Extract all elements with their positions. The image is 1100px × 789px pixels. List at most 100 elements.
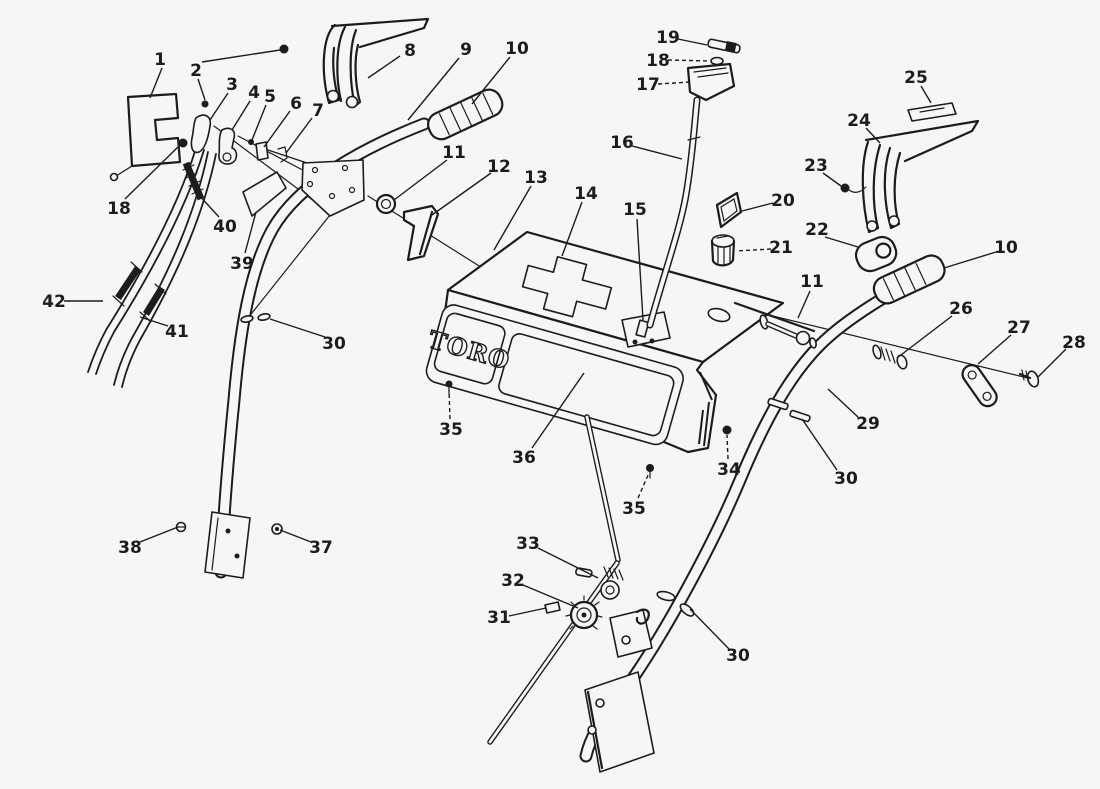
callout-41: 41 [139, 316, 189, 342]
callout-number: 19 [656, 28, 680, 48]
callout-number: 10 [505, 39, 529, 59]
callout-number: 23 [804, 156, 828, 176]
callout-number: 21 [769, 238, 793, 258]
callout-24: 24 [847, 111, 881, 144]
callout-number: 11 [800, 272, 824, 292]
callout-number: 30 [834, 469, 858, 489]
flange-nut [375, 193, 397, 215]
callout-number: 41 [165, 322, 189, 342]
left-tube-lower-bracket [175, 511, 283, 579]
right-tube-lower-bracket [584, 671, 655, 773]
callout-number: 13 [524, 168, 548, 188]
callout-17: 17 [636, 75, 691, 95]
callout-29: 29 [827, 388, 880, 434]
callout-7: 7 [285, 101, 324, 154]
cable-guide-plate [242, 171, 287, 217]
bracket-fastener [840, 183, 867, 193]
callout-number: 10 [994, 238, 1018, 258]
callout-1: 1 [149, 50, 166, 99]
left-tube-gusset-plate [301, 159, 365, 217]
callout-19: 19 [656, 28, 708, 48]
shift-lever [646, 96, 701, 329]
shifter-knob [686, 62, 736, 102]
callout-26: 26 [896, 299, 973, 359]
callout-number: 1 [154, 50, 166, 70]
right-handle-grip [872, 254, 946, 305]
console-housing: TORO [424, 230, 785, 454]
callout-number: 33 [516, 534, 540, 554]
console-arm-bolt [733, 301, 817, 349]
callout-20: 20 [741, 191, 795, 212]
callout-33: 33 [516, 534, 599, 579]
callout-25: 25 [904, 68, 932, 104]
callout-number: 6 [290, 94, 302, 114]
callout-number: 12 [487, 157, 511, 177]
callout-6: 6 [263, 94, 302, 148]
callout-number: 39 [230, 254, 254, 274]
callout-number: 14 [574, 184, 598, 204]
callout-16: 16 [610, 133, 683, 160]
callout-number: 40 [213, 217, 237, 237]
callout-number: 28 [1062, 333, 1086, 353]
callout-number: 26 [949, 299, 973, 319]
callout-36: 36 [512, 372, 585, 468]
callout-number: 2 [190, 61, 202, 81]
callout-4: 4 [231, 83, 260, 131]
callout-27: 27 [977, 318, 1031, 365]
handle-spacer [402, 204, 440, 262]
callout-30: 30 [269, 318, 346, 354]
decal-plate [907, 102, 957, 122]
callout-number: 18 [107, 199, 131, 219]
callout-30: 30 [689, 608, 750, 666]
callout-5: 5 [251, 87, 276, 141]
link-strap [961, 364, 998, 408]
callout-8: 8 [367, 41, 416, 79]
callout-18: 18 [107, 145, 180, 219]
callout-number: 36 [512, 448, 536, 468]
callout-number: 17 [636, 75, 660, 95]
callout-number: 37 [309, 538, 333, 558]
anchor-plate [109, 92, 182, 182]
console-front-panel: TORO [424, 304, 684, 446]
callout-39: 39 [230, 211, 257, 274]
callout-number: 32 [501, 571, 525, 591]
callout-number: 18 [646, 51, 670, 71]
upper-left-bracket [322, 17, 430, 109]
callout-number: 34 [717, 460, 741, 480]
callout-18: 18 [646, 51, 711, 71]
shift-linkage-rods [487, 414, 621, 745]
knob-insert [710, 234, 736, 267]
callout-number: 8 [404, 41, 416, 61]
callout-number: 31 [487, 608, 511, 628]
callout-32: 32 [501, 571, 579, 609]
shifter-pin [707, 38, 741, 54]
callout-22: 22 [805, 220, 859, 248]
callout-number: 24 [847, 111, 871, 131]
console-screws [445, 380, 732, 479]
callout-15: 15 [623, 200, 647, 321]
callout-34: 34 [717, 434, 741, 480]
friction-plate [715, 191, 743, 229]
callout-14: 14 [561, 184, 598, 257]
callout-37: 37 [279, 529, 333, 558]
callout-number: 42 [42, 292, 66, 312]
callout-number: 29 [856, 414, 880, 434]
callout-number: 5 [264, 87, 276, 107]
console-corner-hatch [698, 371, 713, 447]
callout-number: 25 [904, 68, 928, 88]
upper-right-bracket [861, 119, 980, 234]
callout-12: 12 [431, 157, 511, 216]
callout-2: 2 [190, 49, 281, 101]
callout-10: 10 [471, 39, 529, 105]
callout-number: 30 [322, 334, 346, 354]
callout-number: 4 [248, 83, 260, 103]
callout-42: 42 [42, 292, 103, 312]
shifter-clip [710, 56, 724, 66]
callout-number: 35 [439, 420, 463, 440]
callout-number: 35 [622, 499, 646, 519]
callout-30: 30 [801, 418, 858, 489]
callout-number: 30 [726, 646, 750, 666]
callout-number: 16 [610, 133, 634, 153]
callout-number: 3 [226, 75, 238, 95]
